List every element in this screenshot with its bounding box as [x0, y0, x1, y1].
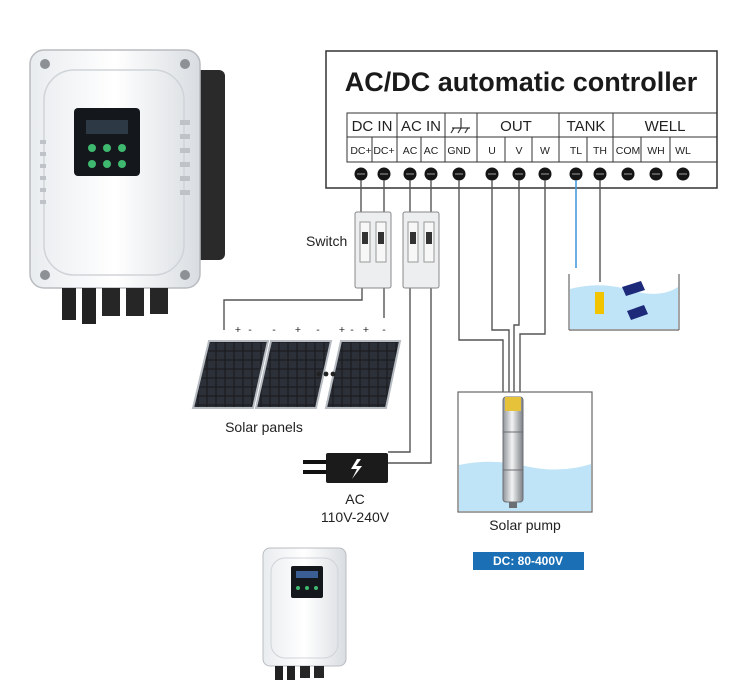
- terminal-screw-icon: [452, 167, 466, 181]
- terminal-label: AC: [403, 145, 418, 157]
- terminal-labels: DC+DC+ AC AC GND U V W TL TH COM WH WL: [350, 145, 691, 157]
- wiring: [223, 180, 601, 464]
- terminal-label: COM: [616, 145, 641, 157]
- solar-panel-3: [324, 340, 402, 409]
- terminal-screw-icon: [403, 167, 417, 181]
- polarity-mark: -: [382, 324, 386, 336]
- ac-voltage-label: 110V-240V: [321, 509, 390, 525]
- ac-plug-icon: [303, 453, 388, 483]
- terminal-screw-icon: [621, 167, 635, 181]
- terminal-screw-icon: [485, 167, 499, 181]
- controller-product-photo: [29, 49, 225, 324]
- ac-label: AC: [345, 491, 364, 507]
- terminal-label: TH: [593, 145, 607, 157]
- controller-small-photo: [262, 547, 347, 680]
- water-tank-illustration: [568, 274, 680, 331]
- terminal-group-label: OUT: [500, 118, 532, 135]
- solar-panels-label: Solar panels: [225, 419, 303, 435]
- polarity-mark: +: [295, 324, 301, 336]
- terminal-label: WL: [675, 145, 691, 157]
- terminal-label: V: [515, 145, 522, 157]
- polarity-mark: +: [363, 324, 369, 336]
- terminal-screws: [354, 167, 690, 181]
- polarity-mark: -: [272, 324, 276, 336]
- terminal-screw-icon: [512, 167, 526, 181]
- terminal-label: DC+: [373, 145, 394, 157]
- terminal-label: WH: [647, 145, 665, 157]
- breaker-switch-dc: [354, 211, 392, 289]
- terminal-screw-icon: [538, 167, 552, 181]
- terminal-label: AC: [424, 145, 439, 157]
- terminal-label: U: [488, 145, 496, 157]
- ellipsis-dots-icon: [316, 371, 336, 377]
- svg-text:DC: 80-400V: DC: 80-400V: [493, 554, 563, 568]
- terminal-screw-icon: [676, 167, 690, 181]
- terminal-label: W: [540, 145, 550, 157]
- terminal-screw-icon: [649, 167, 663, 181]
- polarity-mark: -: [350, 324, 354, 336]
- terminal-screw-icon: [569, 167, 583, 181]
- solar-polarity-labels: +--+-+-+-: [235, 324, 386, 336]
- well-illustration: [457, 391, 593, 513]
- terminal-group-label: AC IN: [401, 118, 441, 135]
- solar-pump-icon: [502, 396, 524, 508]
- solar-panel-2: [254, 340, 333, 409]
- terminal-label: DC+: [350, 145, 371, 157]
- terminal-screw-icon: [593, 167, 607, 181]
- polarity-mark: +: [339, 324, 345, 336]
- terminal-label: TL: [570, 145, 582, 157]
- terminal-group-label: WELL: [645, 118, 686, 135]
- terminal-group-label: DC IN: [352, 118, 393, 135]
- terminal-screw-icon: [354, 167, 368, 181]
- terminal-group-labels: DC IN AC IN OUT TANK WELL: [352, 118, 686, 135]
- controller-title: AC/DC automatic controller: [345, 67, 698, 97]
- dc-voltage-badge: DC: 80-400V: [473, 552, 584, 570]
- terminal-screw-icon: [424, 167, 438, 181]
- breaker-switch-ac: [402, 211, 440, 289]
- polarity-mark: -: [316, 324, 320, 336]
- switch-label: Switch: [306, 233, 347, 249]
- ground-symbol-icon: [450, 118, 470, 134]
- solar-panel-1: [191, 340, 270, 409]
- float-switch-icon: [595, 281, 648, 320]
- controller-box: AC/DC automatic controller DC IN AC IN OUT…: [325, 50, 718, 189]
- terminal-group-label: TANK: [567, 118, 606, 135]
- terminal-label: GND: [447, 145, 471, 157]
- polarity-mark: -: [248, 324, 252, 336]
- solar-pump-label: Solar pump: [489, 517, 561, 533]
- terminal-screw-icon: [377, 167, 391, 181]
- polarity-mark: +: [235, 324, 241, 336]
